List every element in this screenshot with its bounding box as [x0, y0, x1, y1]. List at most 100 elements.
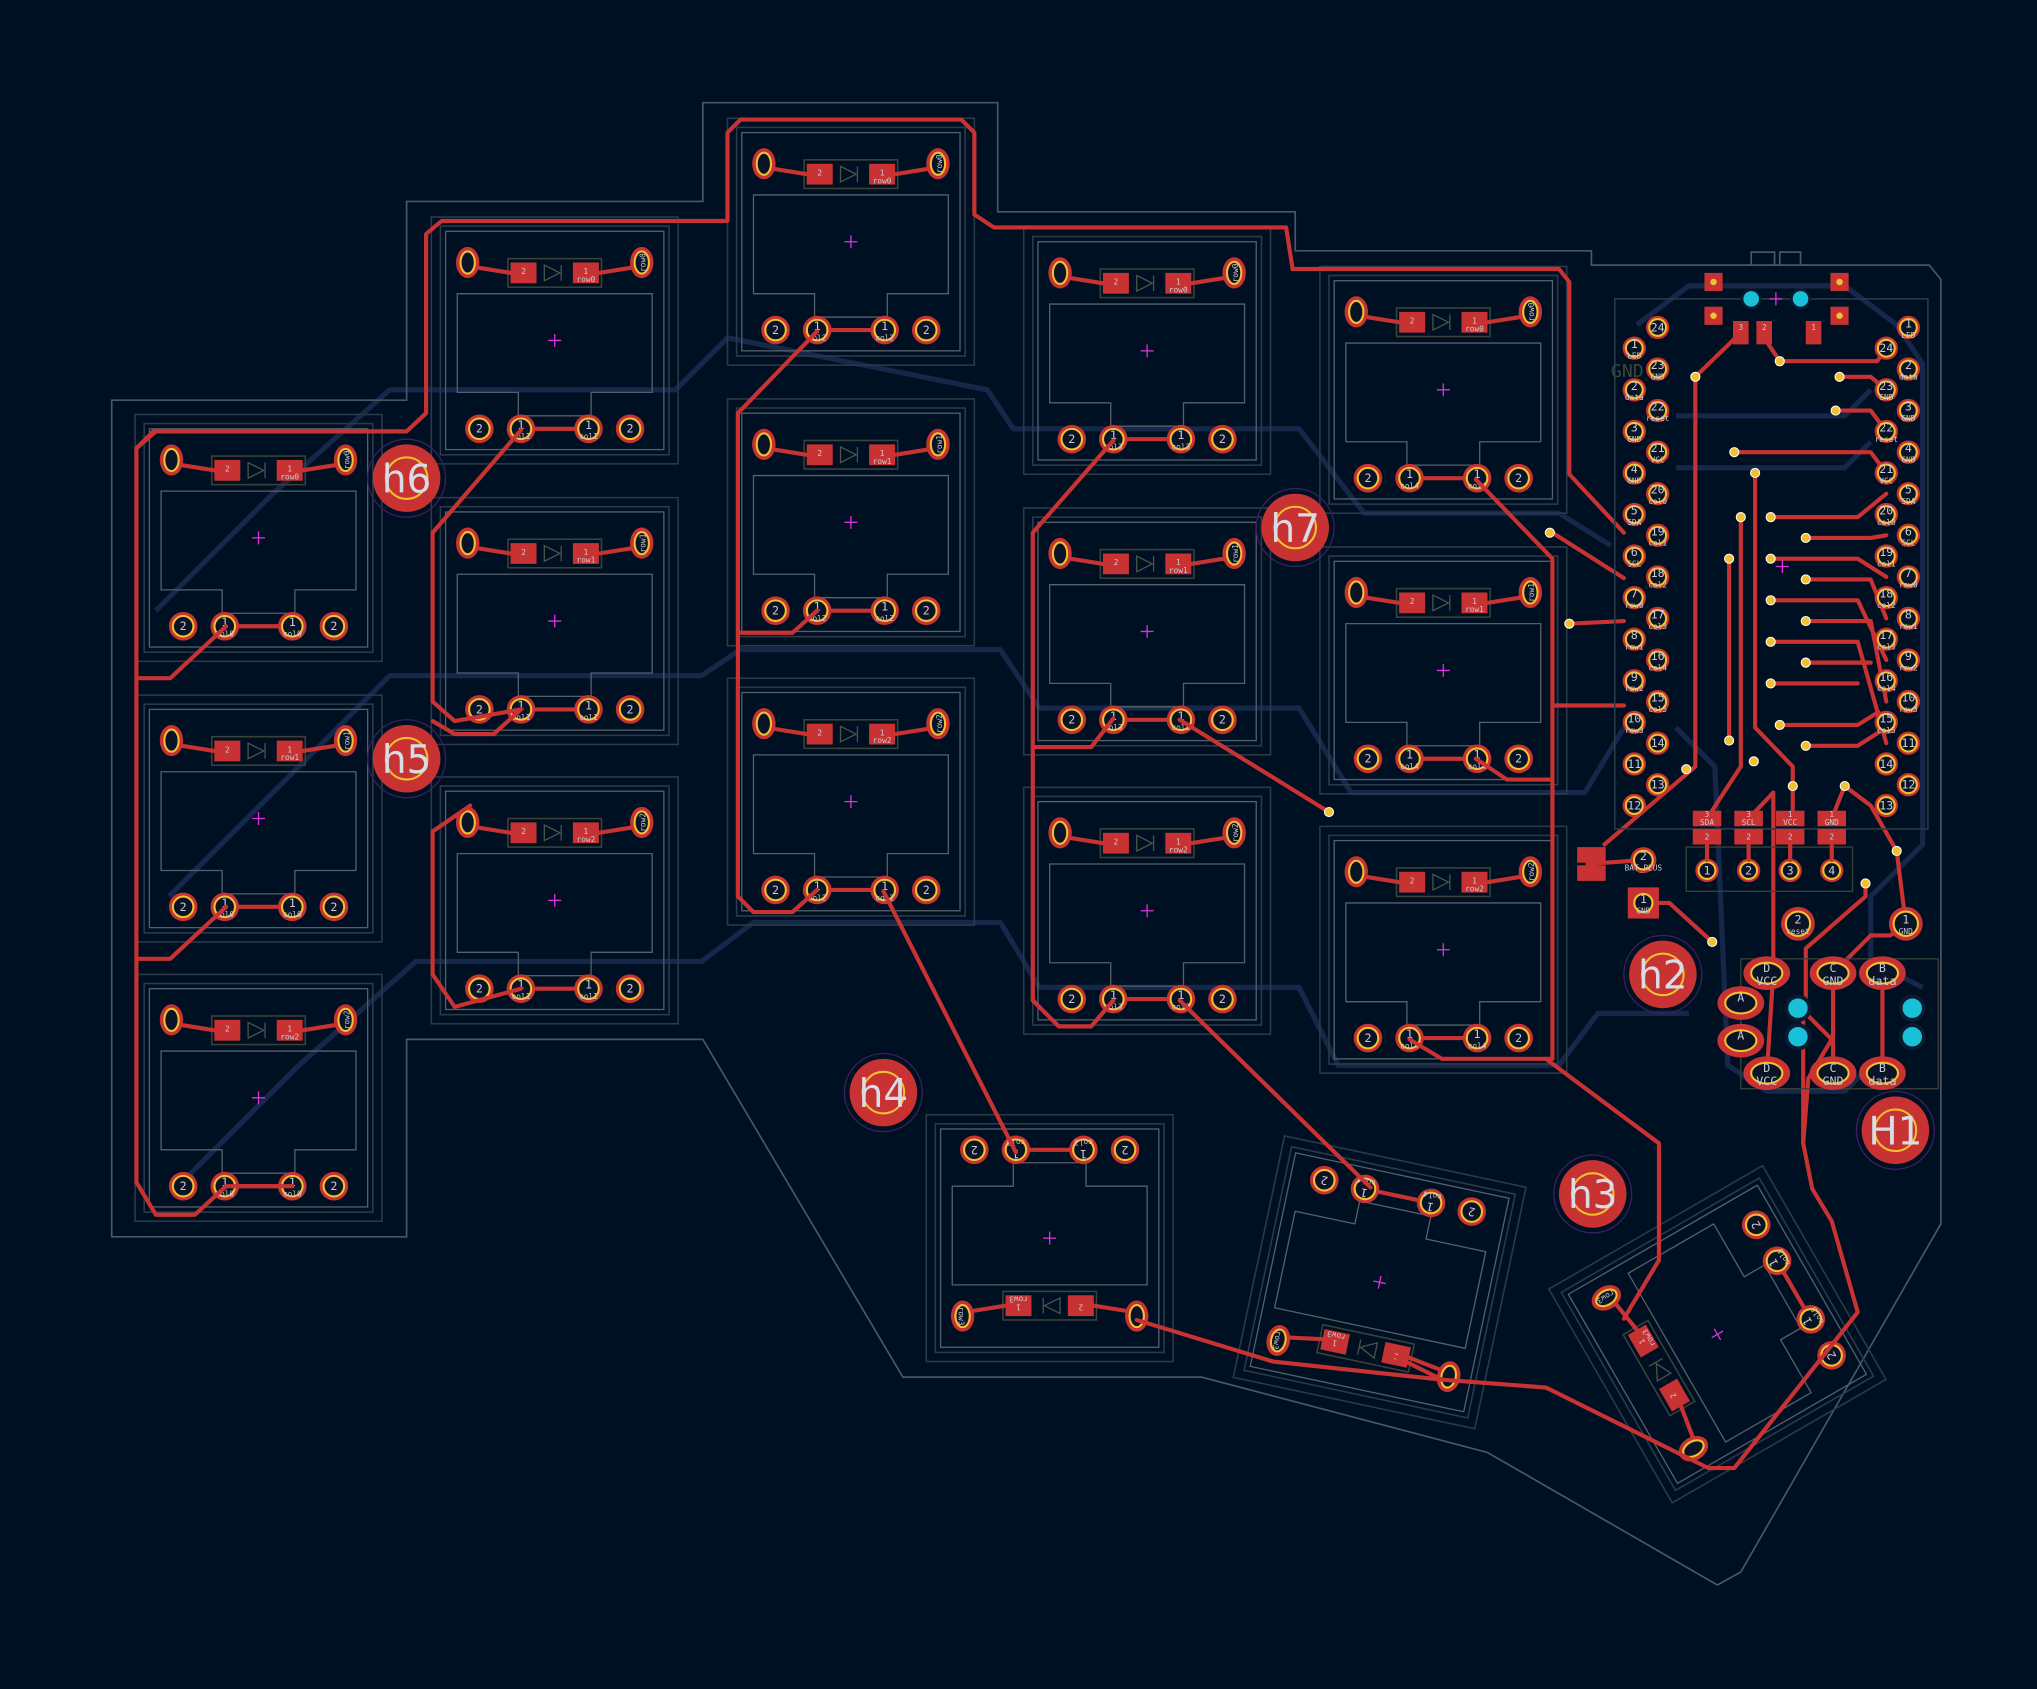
- switch-pad-2: 2: [1457, 1197, 1487, 1226]
- diode-thru-drill: [337, 728, 354, 753]
- diode-trace: [596, 265, 634, 275]
- pad-net-label: col3: [1648, 622, 1667, 631]
- diode-pad-number: 1: [584, 548, 589, 557]
- row-pad-label: row1: [935, 435, 944, 454]
- pad-drill: [1876, 421, 1896, 441]
- thumb-row-trace: [1387, 1351, 1445, 1382]
- diode-trace: [1068, 835, 1106, 846]
- switch-fab-outline: [741, 691, 961, 912]
- mcu-trace: [1704, 515, 1743, 821]
- diode-symbol-icon: [543, 823, 562, 842]
- row-pad-label: row3: [1271, 1330, 1284, 1351]
- diode-pad-1: [1461, 592, 1488, 614]
- hole-reference: h5: [382, 738, 432, 783]
- pad-number: 1: [517, 698, 524, 712]
- col2-thumb-trace: [881, 889, 1018, 1155]
- trrs-pin-letter: D: [1763, 961, 1770, 975]
- switch-courtyard: [1319, 265, 1568, 515]
- anchor-cross-icon: [844, 235, 858, 249]
- hotswap-socket-outline: [456, 293, 653, 417]
- pad-drill: [1624, 754, 1644, 774]
- pad-net-label: col1: [579, 713, 598, 722]
- pad-drill: [1816, 961, 1850, 985]
- diode-symbol-icon: [839, 445, 859, 464]
- diode-thru-drill: [1595, 1288, 1618, 1308]
- resistor-pad: [1734, 810, 1763, 827]
- diode-pad-number: 2: [521, 827, 526, 836]
- pad-drill: [468, 417, 491, 441]
- pad-net-label: data: [1625, 393, 1644, 402]
- pad-drill: [1507, 1026, 1530, 1050]
- row-pad-label: row2: [935, 714, 944, 733]
- pad-net-label: reset: [1786, 927, 1809, 936]
- diode-thru-drill: [1128, 1303, 1145, 1329]
- anchor-cross-icon: [252, 1091, 266, 1105]
- pad-drill: [1816, 1061, 1850, 1085]
- diode-pad-number: 2: [1078, 1302, 1083, 1311]
- pad-drill: [1060, 987, 1084, 1011]
- diode-pad-number: 1: [1176, 278, 1181, 287]
- diode-pad-number: 2: [817, 449, 822, 458]
- pad-number: 18: [1879, 587, 1893, 601]
- trrs-pin-letter: B: [1879, 1061, 1886, 1075]
- mounting-hole-h7: h7: [1255, 487, 1335, 568]
- pad-drill: [1750, 961, 1784, 985]
- pad-net-label: row1: [1899, 622, 1918, 631]
- hole-reference: H1: [1868, 1110, 1922, 1155]
- switch-pad-2: 2: [761, 315, 790, 345]
- pad-number: 16: [1651, 649, 1665, 663]
- diode-symbol-icon: [543, 264, 562, 282]
- i2c-header-pin: 3: [1778, 858, 1802, 883]
- switch-pad-2: 2: [319, 1171, 349, 1201]
- switch-fab-outline: [1567, 1184, 1868, 1485]
- col3-thumb-trace: [1177, 998, 1373, 1190]
- pad-net-label: data: [1899, 372, 1918, 381]
- pad-number: 1: [221, 1175, 228, 1189]
- diode-trace: [475, 546, 513, 556]
- mcu-right-pin: 13: [1874, 793, 1898, 818]
- pad-net-label: reset: [1875, 435, 1898, 444]
- keycap-outline: [439, 505, 670, 737]
- pad-number: 4: [1828, 863, 1835, 877]
- pad-number: 3: [1787, 863, 1794, 877]
- diode-pad-number: 2: [225, 1025, 230, 1034]
- keycap-outline: [735, 126, 967, 357]
- pad-number: 1: [1631, 337, 1638, 351]
- back-trace: [180, 919, 1689, 1185]
- diode-row-label: row3: [1009, 1295, 1028, 1304]
- diode-row-label: row0: [577, 275, 596, 284]
- pad-drill: [1744, 1213, 1768, 1237]
- diode-pad-1: [869, 444, 896, 466]
- pad-drill: [577, 977, 600, 1001]
- pad-number: 23: [1651, 358, 1665, 372]
- pad-drill: [963, 1138, 986, 1162]
- pad-number: 1: [1474, 748, 1481, 762]
- diode-pad-number: 1: [584, 267, 589, 276]
- pad-net-label: col4: [1400, 1041, 1419, 1050]
- diode-thru-drill: [163, 1007, 180, 1032]
- pad-drill: [1633, 892, 1654, 914]
- pad-number: 2: [627, 702, 634, 716]
- pad-number: 24: [1651, 320, 1665, 334]
- diode-pad-1: [1165, 832, 1192, 854]
- switch-pad-2: 2: [1208, 705, 1237, 735]
- resistor-net-label: GND: [1825, 818, 1839, 827]
- hole-courtyard: [1623, 934, 1703, 1015]
- bat-smd-pad: [1577, 865, 1606, 881]
- switch-pad-2: 2: [1057, 705, 1087, 735]
- switch-pad-2: 2: [1504, 744, 1533, 774]
- pad-drill: [1898, 775, 1918, 795]
- pad-net-label: SDA: [1901, 497, 1915, 506]
- diode-row-label: row0: [280, 472, 299, 481]
- anchor-cross-icon: [1769, 292, 1783, 306]
- hole-reference: h7: [1270, 507, 1320, 552]
- via: [1323, 806, 1335, 818]
